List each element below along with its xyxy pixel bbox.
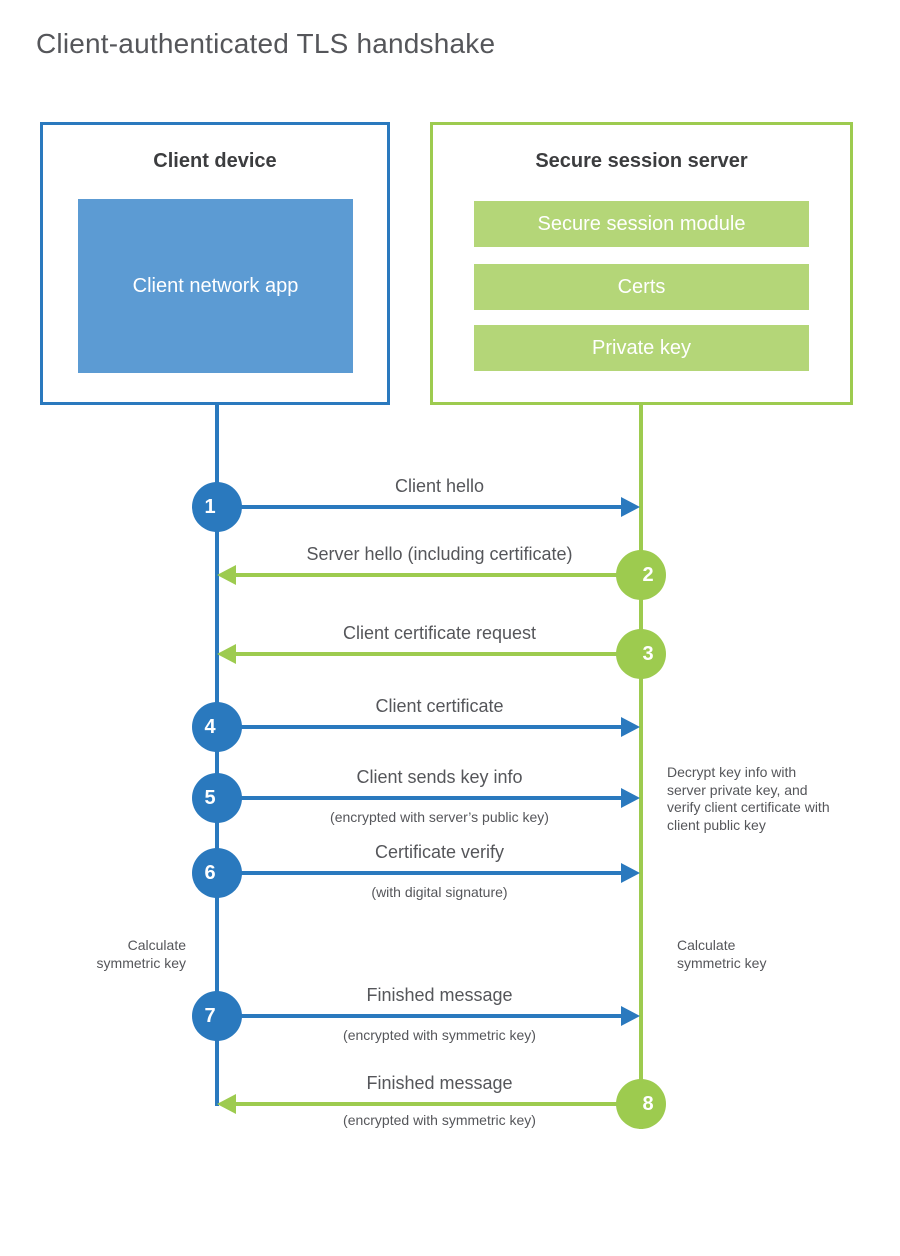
step-label: Client certificate request	[342, 623, 537, 643]
page-title: Client-authenticated TLS handshake	[36, 28, 496, 59]
step-number-badge: 8	[616, 1079, 666, 1129]
step-label: Client sends key info	[356, 767, 523, 787]
server-module-label: Private key	[592, 336, 691, 359]
step-number-badge: 1	[192, 482, 242, 532]
arrow-server-to-client	[236, 1102, 639, 1106]
step-label: Client hello	[394, 476, 485, 496]
arrow-server-to-client	[236, 652, 639, 656]
arrow-client-to-server	[219, 796, 622, 800]
arrow-head-right-icon	[621, 1006, 640, 1026]
server-module-label: Secure session module	[537, 212, 746, 235]
arrow-head-left-icon	[217, 1094, 236, 1114]
server-module-label: Certs	[617, 275, 666, 298]
client-network-app-label: Client network app	[132, 275, 299, 297]
server-module-secure-session: Secure session module	[474, 201, 809, 247]
arrow-head-left-icon	[217, 565, 236, 585]
step-sublabel: (encrypted with symmetric key)	[343, 1112, 536, 1128]
step-label: Certificate verify	[374, 842, 505, 862]
step-number-badge: 7	[192, 991, 242, 1041]
arrow-head-right-icon	[621, 788, 640, 808]
arrow-client-to-server	[219, 871, 622, 875]
arrow-head-left-icon	[217, 644, 236, 664]
arrow-head-right-icon	[621, 497, 640, 517]
step-label: Finished message	[366, 985, 513, 1005]
client-network-app-box: Client network app	[78, 199, 353, 373]
client-calculate-key-note: Calculate symmetric key	[96, 937, 186, 971]
step-label: Server hello (including certificate)	[306, 544, 573, 564]
server-calculate-key-note: Calculate symmetric key	[677, 937, 767, 971]
step-sublabel: (encrypted with symmetric key)	[343, 1027, 536, 1043]
step-sublabel: (with digital signature)	[371, 884, 508, 900]
server-module-certs: Certs	[474, 264, 809, 310]
arrow-client-to-server	[219, 725, 622, 729]
step-number-badge: 2	[616, 550, 666, 600]
step-label: Client certificate	[375, 696, 504, 716]
server-lifeline	[639, 403, 643, 1129]
step-number-badge: 6	[192, 848, 242, 898]
step-number-badge: 3	[616, 629, 666, 679]
step-number-badge: 4	[192, 702, 242, 752]
secure-session-server-title: Secure session server	[535, 150, 748, 172]
server-decrypt-note: Decrypt key info with server private key…	[667, 764, 830, 833]
arrow-client-to-server	[219, 505, 622, 509]
arrow-client-to-server	[219, 1014, 622, 1018]
arrow-head-right-icon	[621, 863, 640, 883]
client-lifeline	[215, 403, 219, 1106]
client-device-title: Client device	[153, 150, 277, 172]
arrow-server-to-client	[236, 573, 639, 577]
step-label: Finished message	[366, 1073, 513, 1093]
server-module-private-key: Private key	[474, 325, 809, 371]
step-number-badge: 5	[192, 773, 242, 823]
arrow-head-right-icon	[621, 717, 640, 737]
step-sublabel: (encrypted with server’s public key)	[330, 809, 549, 825]
